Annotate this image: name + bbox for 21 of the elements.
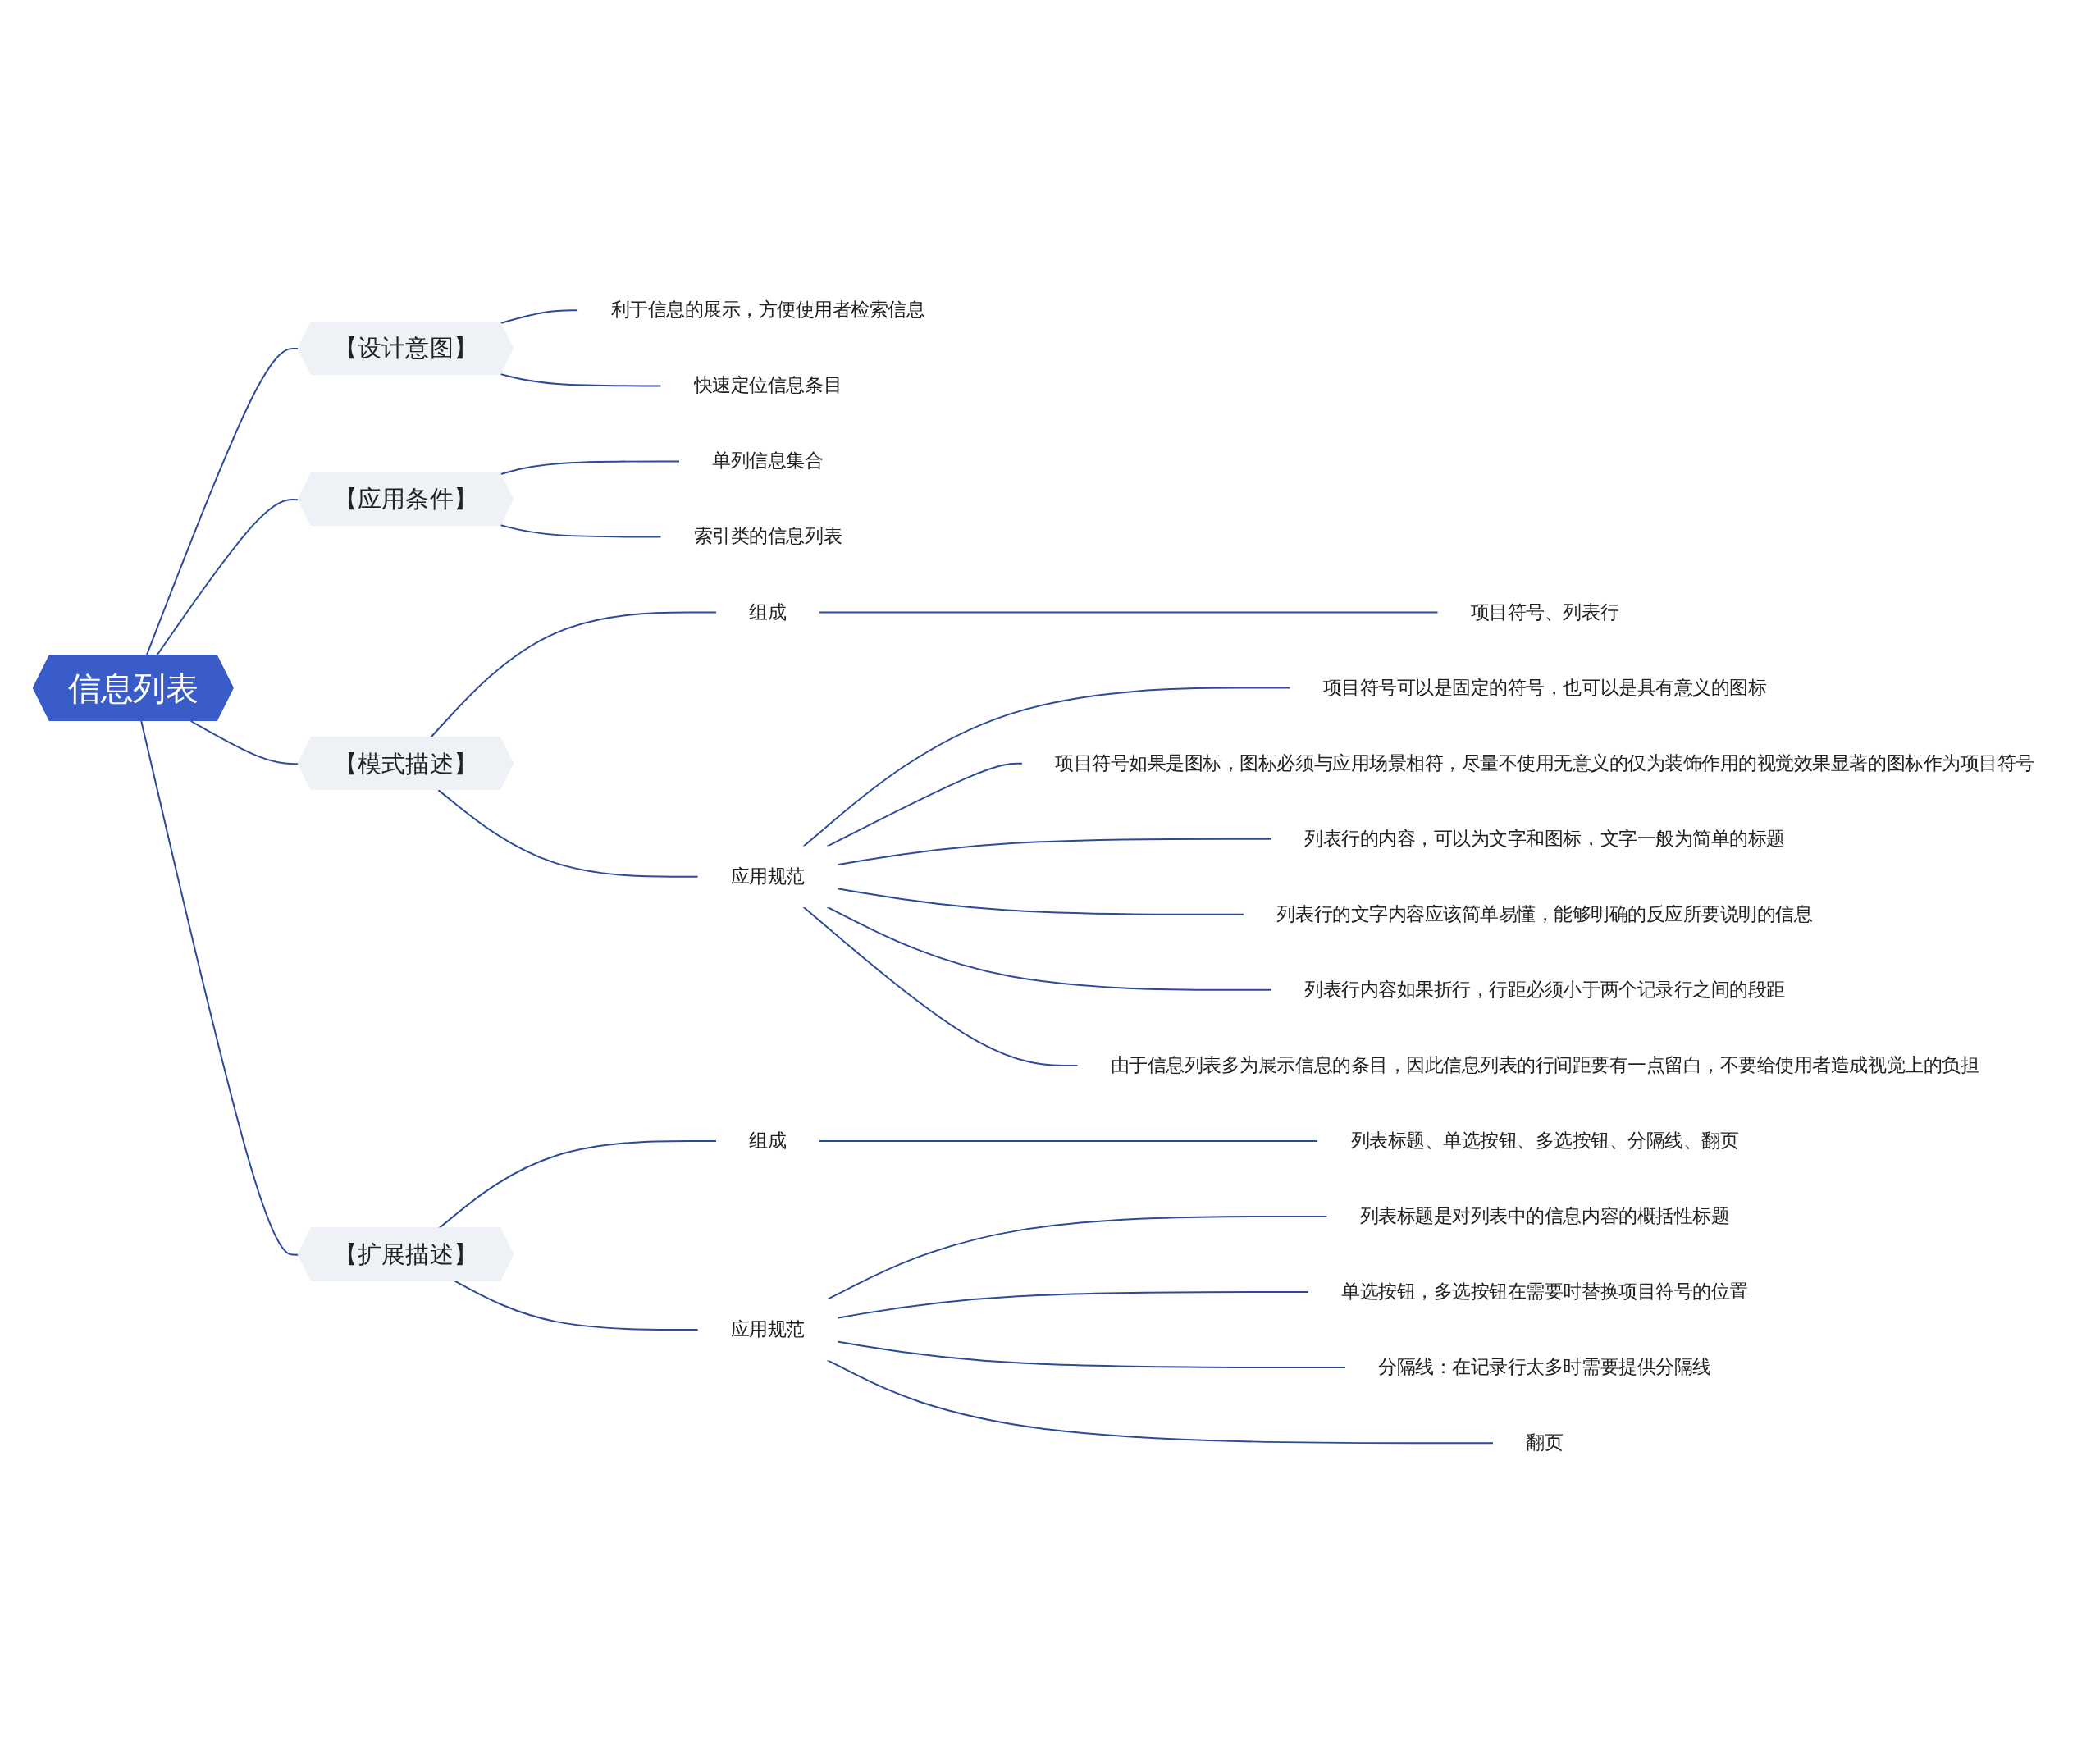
node-text: 单选按钮，多选按钮在需要时替换项目符号的位置 (1341, 1280, 1748, 1303)
node-text: 利于信息的展示，方便使用者检索信息 (610, 298, 925, 321)
node-text: 列表行内容如果折行，行距必须小于两个记录行之间的段距 (1304, 978, 1785, 1000)
node-text: 应用规范 (730, 1317, 805, 1340)
node-text: 列表行的内容，可以为文字和图标，文字一般为简单的标题 (1304, 827, 1785, 849)
node-text: 由于信息列表多为展示信息的条目，因此信息列表的行间距要有一点留白，不要给使用者造成视觉上的负担 (1110, 1053, 1979, 1075)
node-text: 快速定位信息条目 (693, 373, 842, 396)
node-text: 项目符号如果是图标，图标必须与应用场景相符，尽量不使用无意义的仅为装饰作用的视觉效果显著的图标作为项目符号 (1055, 751, 2034, 774)
node-text: 索引类的信息列表 (693, 525, 842, 547)
node-text: 组成 (749, 1129, 787, 1151)
node-text: 项目符号可以是固定的符号，也可以是具有意义的图标 (1322, 676, 1767, 698)
node-text: 翻页 (1526, 1431, 1564, 1454)
node-text: 分隔线：在记录行太多时需要提供分隔线 (1378, 1355, 1711, 1378)
node-text: 列表标题、单选按钮、多选按钮、分隔线、翻页 (1350, 1129, 1739, 1151)
node-text: 列表标题是对列表中的信息内容的概括性标题 (1359, 1204, 1730, 1226)
connector (140, 719, 300, 1256)
node-text: 应用规范 (730, 865, 805, 887)
node-text: 单列信息集合 (712, 449, 824, 472)
node-text: 组成 (749, 600, 787, 623)
node-text: 列表行的文字内容应该简单易懂，能够明确的反应所要说明的信息 (1276, 902, 1813, 924)
node-text: 项目符号、列表行 (1470, 600, 1619, 623)
